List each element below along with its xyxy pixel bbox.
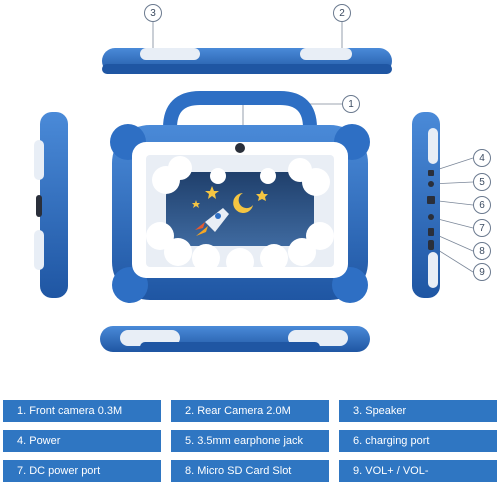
handle (163, 91, 317, 135)
callout-1: 1 (342, 95, 360, 113)
front-camera-icon (235, 143, 245, 153)
callout-5: 5 (473, 173, 491, 191)
legend-item-speaker: 3. Speaker (339, 400, 497, 422)
moon-icon (233, 193, 253, 213)
left-side-view (34, 112, 68, 298)
callout-3: 3 (144, 4, 162, 22)
bottom-view (100, 326, 370, 352)
feature-legend: 1. Front camera 0.3M 2. Rear Camera 2.0M… (0, 395, 500, 485)
star-icon (192, 186, 268, 208)
tablet-illustration (34, 20, 474, 352)
callout-7: 7 (473, 219, 491, 237)
legend-item-rear-camera: 2. Rear Camera 2.0M (171, 400, 329, 422)
cloud-icon (146, 156, 334, 276)
tablet-views: 1 2 3 4 5 6 7 8 9 (34, 4, 491, 352)
front-view (110, 91, 370, 303)
callout-2: 2 (333, 4, 351, 22)
legend-item-volume: 9. VOL+ / VOL- (339, 460, 497, 482)
legend-item-sd-card-slot: 8. Micro SD Card Slot (171, 460, 329, 482)
callout-6: 6 (473, 196, 491, 214)
rocket-icon (195, 208, 229, 236)
legend-item-earphone-jack: 5. 3.5mm earphone jack (171, 430, 329, 452)
right-side-view (412, 112, 440, 298)
top-view (102, 48, 392, 74)
legend-item-charging-port: 6. charging port (339, 430, 497, 452)
legend-item-power: 4. Power (3, 430, 161, 452)
callout-8: 8 (473, 242, 491, 260)
legend-item-dc-power-port: 7. DC power port (3, 460, 161, 482)
callout-4: 4 (473, 149, 491, 167)
legend-item-front-camera: 1. Front camera 0.3M (3, 400, 161, 422)
callout-9: 9 (473, 263, 491, 281)
